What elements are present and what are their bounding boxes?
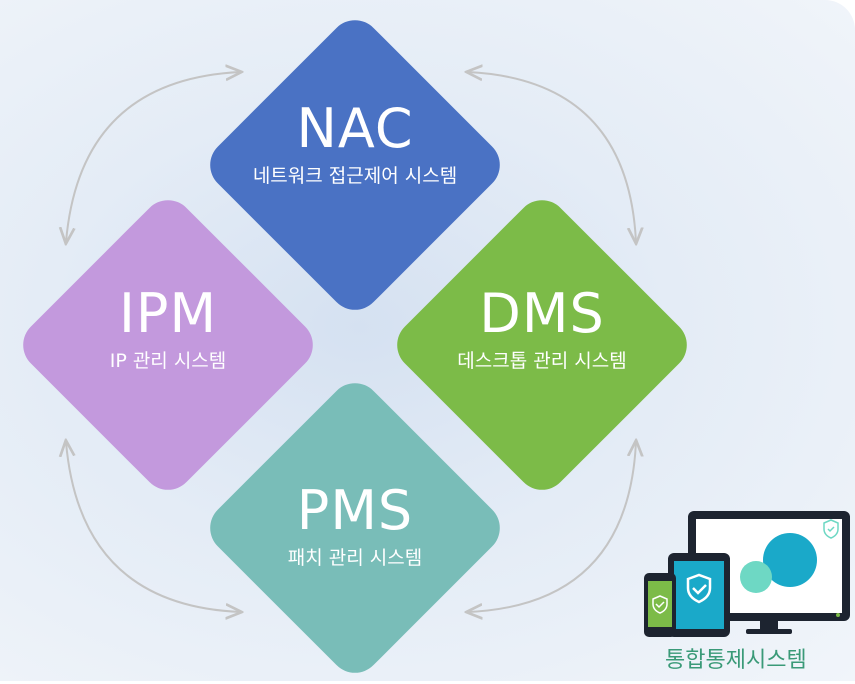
- monitor-icon: [688, 511, 850, 634]
- arrow-dms-pms: [468, 442, 636, 612]
- pms-subtitle: 패치 관리 시스템: [287, 547, 423, 569]
- nac-subtitle: 네트워크 접근제어 시스템: [252, 165, 458, 187]
- tablet-icon: [668, 553, 730, 637]
- dms-label: DMS 데스크톱 관리 시스템: [392, 285, 692, 373]
- integrated-control-caption: 통합통제시스템: [665, 648, 807, 673]
- arrow-nac-dms: [468, 72, 636, 242]
- pms-title: PMS: [296, 479, 414, 542]
- arrow-nac-ipm: [66, 72, 240, 242]
- devices-illustration: [644, 511, 850, 637]
- dms-subtitle: 데스크톱 관리 시스템: [457, 350, 627, 372]
- pms-label: PMS 패치 관리 시스템: [205, 482, 505, 570]
- ipm-title: IPM: [118, 282, 218, 345]
- ipm-label: IPM IP 관리 시스템: [18, 285, 318, 373]
- phone-icon: [644, 573, 676, 637]
- nac-title: NAC: [296, 97, 414, 160]
- dms-title: DMS: [479, 282, 605, 345]
- arrow-ipm-pms: [66, 442, 240, 612]
- nac-label: NAC 네트워크 접근제어 시스템: [205, 100, 505, 188]
- ipm-subtitle: IP 관리 시스템: [109, 350, 227, 372]
